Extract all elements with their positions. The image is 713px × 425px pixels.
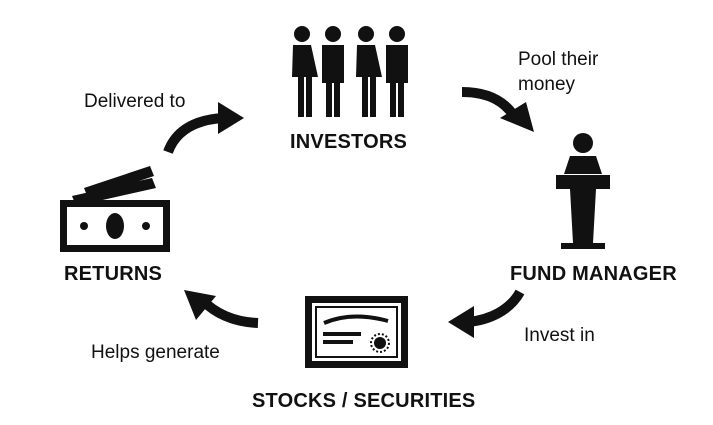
edge-label-pool-line1: Pool their [518,49,599,70]
banknotes-icon [60,166,170,252]
node-title-investors: INVESTORS [290,131,408,153]
arrow-delivered-to-investors [163,102,244,154]
edge-label-generate: Helps generate [91,342,220,363]
podium-speaker-icon [556,133,610,249]
arrow-generate-to-returns [184,290,259,328]
edge-label-invest: Invest in [524,325,595,346]
edge-label-pool-line2: money [518,74,576,95]
arrow-invest-to-stocks [448,289,525,338]
node-title-stocks: STOCKS / SECURITIES [252,390,476,412]
node-title-returns: RETURNS [64,263,163,285]
node-title-fund-manager: FUND MANAGER [510,263,677,285]
certificate-icon [305,296,408,368]
arrow-pool-to-fund-manager [461,87,534,132]
people-group-icon [292,26,408,117]
edge-label-delivered: Delivered to [84,91,186,112]
